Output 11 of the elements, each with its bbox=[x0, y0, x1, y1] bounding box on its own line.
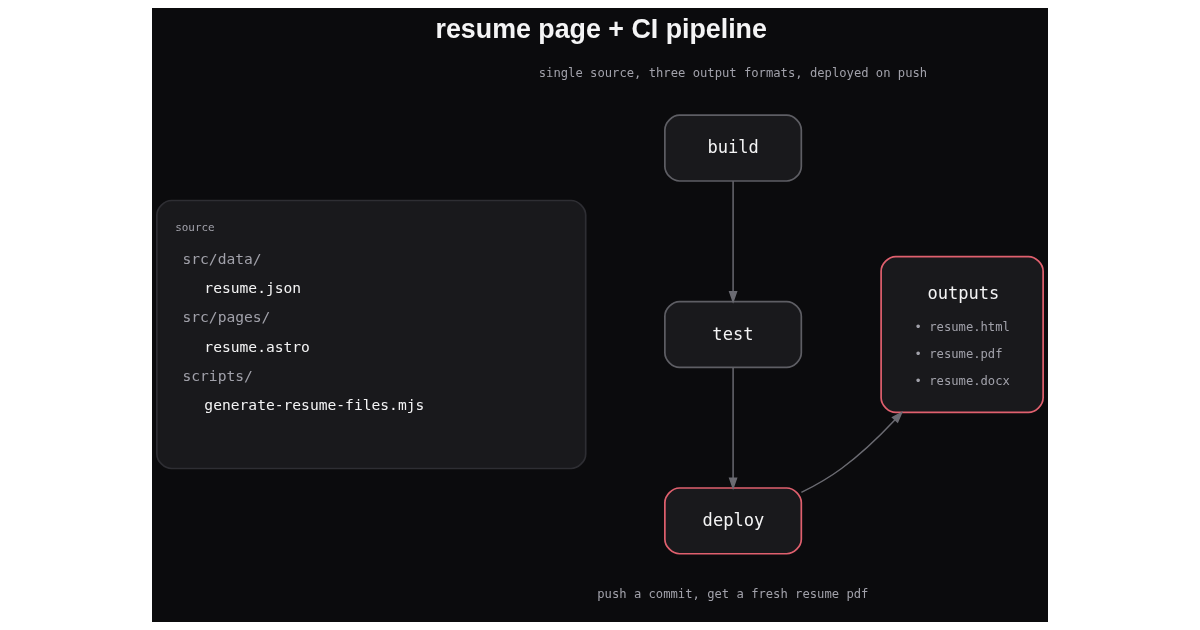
node-box: source src/data/ resume.json src/pages/ resume.astro scripts/ generate-resume-files.mjs bbox=[156, 199, 587, 470]
node-box: deploy bbox=[664, 487, 803, 555]
arrow bbox=[728, 180, 738, 304]
arrow bbox=[728, 367, 738, 491]
node-box: test bbox=[664, 300, 803, 369]
diagram-title: resume page + CI pipeline bbox=[435, 13, 767, 44]
arrow bbox=[800, 410, 904, 494]
node-box: outputs • resume.html • resume.pdf • resume.docx bbox=[880, 255, 1044, 414]
caption: push a commit, get a fresh resume pdf bbox=[597, 587, 869, 602]
label: single source, three output formats, deployed on push bbox=[538, 65, 928, 80]
node-box: build bbox=[664, 114, 803, 182]
